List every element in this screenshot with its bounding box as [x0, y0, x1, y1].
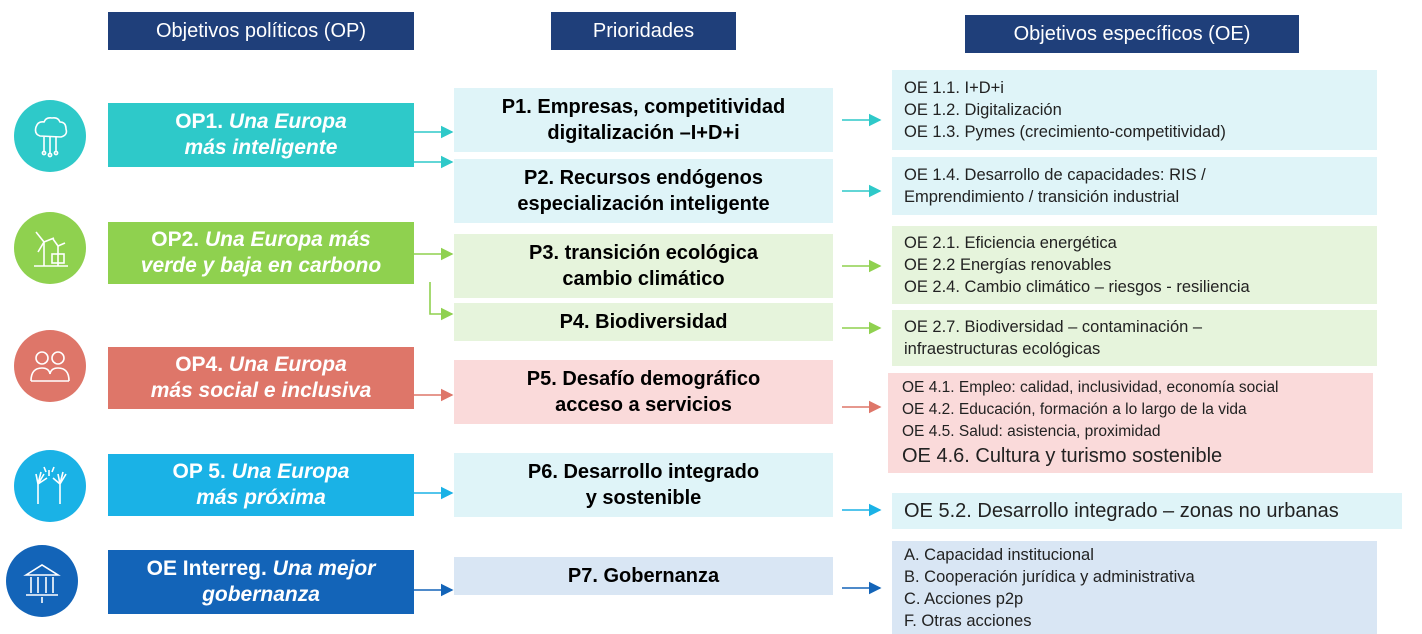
header-priorities: Prioridades	[551, 12, 736, 50]
op-box-op1: OP1. Una Europa más inteligente	[108, 103, 414, 167]
raised-hands-icon	[14, 450, 86, 522]
oe-highlight: OE 4.6. Cultura y turismo sostenible	[902, 445, 1223, 467]
oe-box-5: OE 4.1. Empleo: calidad, inclusividad, e…	[888, 373, 1373, 473]
op-box-op5: OP 5. Una Europa más próxima	[108, 454, 414, 516]
op-box-op2: OP2. Una Europa más verde y baja en carb…	[108, 222, 414, 284]
brain-circuit-icon	[14, 100, 86, 172]
priority-p7: P7. Gobernanza	[454, 557, 833, 595]
oe-box-6: OE 5.2. Desarrollo integrado – zonas no …	[892, 493, 1402, 529]
op-box-op4: OP4. Una Europa más social e inclusiva	[108, 347, 414, 409]
oe-box-2: OE 1.4. Desarrollo de capacidades: RIS /…	[892, 157, 1377, 215]
header-op: Objetivos políticos (OP)	[108, 12, 414, 50]
wind-turbine-icon	[14, 212, 86, 284]
header-oe: Objetivos específicos (OE)	[965, 15, 1299, 53]
people-group-icon	[14, 330, 86, 402]
op-box-interreg: OE Interreg. Una mejor gobernanza	[108, 550, 414, 614]
priority-p4: P4. Biodiversidad	[454, 303, 833, 341]
government-building-icon	[6, 545, 78, 617]
arrow-op2-p4	[429, 282, 454, 321]
oe-box-4: OE 2.7. Biodiversidad – contaminación –i…	[892, 310, 1377, 366]
